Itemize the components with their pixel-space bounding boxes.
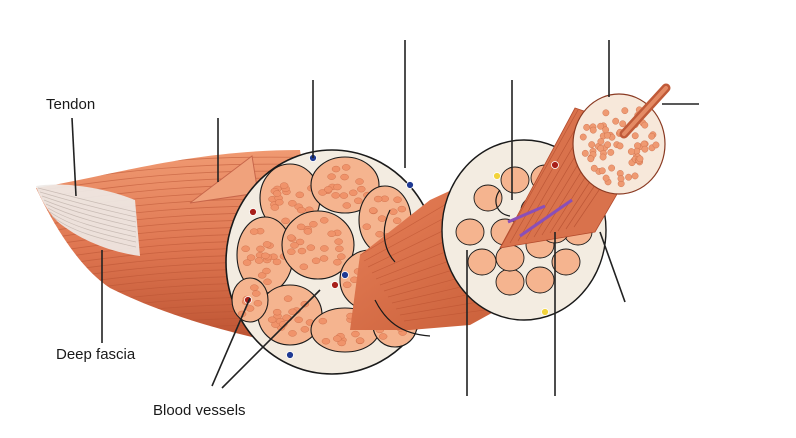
leader-sarcolemma bbox=[599, 231, 626, 303]
muscle-fiber bbox=[473, 184, 503, 212]
myofibril bbox=[612, 117, 620, 125]
nerve bbox=[493, 172, 501, 180]
leader-tendon bbox=[71, 117, 77, 197]
epimysium-flap bbox=[189, 155, 259, 204]
myofibril bbox=[627, 148, 635, 155]
muscle-fiber bbox=[467, 248, 497, 276]
blood-vessel bbox=[341, 271, 349, 279]
myofibril bbox=[641, 145, 649, 153]
myofibril bbox=[617, 175, 625, 183]
myofibril bbox=[589, 126, 597, 134]
myofibril bbox=[587, 155, 595, 163]
myofibril bbox=[631, 132, 639, 140]
myofibril bbox=[648, 132, 656, 140]
leader-blood-vessel-1 bbox=[211, 297, 251, 387]
muscle-fiber bbox=[551, 248, 581, 276]
myofibril-strand bbox=[507, 204, 546, 224]
myofibril bbox=[590, 164, 598, 172]
label-blood-vessels: Blood vessels bbox=[153, 402, 246, 419]
myofibril bbox=[641, 121, 649, 129]
myofibril bbox=[597, 122, 604, 130]
muscle-fiber bbox=[495, 244, 525, 272]
myofibril bbox=[579, 133, 587, 141]
endomysium-outline bbox=[383, 209, 396, 263]
blood-vessel bbox=[249, 208, 257, 216]
myofibril bbox=[598, 167, 606, 175]
blood-vessel bbox=[551, 161, 559, 169]
muscle-fiber bbox=[500, 166, 530, 194]
perimysium-outline bbox=[374, 299, 431, 337]
muscle-fiber bbox=[495, 268, 525, 296]
myofibril bbox=[602, 109, 610, 117]
myofibril bbox=[616, 142, 624, 150]
myofibril bbox=[608, 164, 616, 172]
muscle-fiber bbox=[455, 218, 485, 246]
myofibril bbox=[619, 120, 627, 128]
leader-lines bbox=[71, 40, 699, 396]
myofibril bbox=[604, 141, 612, 149]
myofibril bbox=[599, 153, 607, 161]
myofibril bbox=[625, 173, 632, 181]
blood-vessel bbox=[331, 281, 339, 289]
myofibril bbox=[621, 107, 629, 115]
label-tendon: Tendon bbox=[46, 96, 96, 113]
myofibril bbox=[588, 141, 596, 149]
myofibril bbox=[597, 138, 605, 145]
label-deep-fascia: Deep fascia bbox=[56, 346, 136, 363]
blood-vessel bbox=[406, 181, 414, 189]
myofibril bbox=[636, 155, 644, 163]
nerve bbox=[541, 308, 549, 316]
myofibril-strand bbox=[519, 198, 573, 238]
muscle-fiber bbox=[525, 266, 555, 294]
myofibril bbox=[602, 174, 610, 182]
endomysium-outline bbox=[495, 189, 511, 217]
myofibril bbox=[583, 123, 591, 131]
myofibril bbox=[631, 172, 639, 180]
leader-blood-vessel-2 bbox=[221, 289, 321, 389]
myofibril bbox=[581, 149, 589, 157]
myofibril bbox=[652, 141, 660, 149]
blood-vessel bbox=[286, 351, 294, 359]
myofibril bbox=[602, 126, 610, 134]
myofibril bbox=[607, 148, 615, 156]
